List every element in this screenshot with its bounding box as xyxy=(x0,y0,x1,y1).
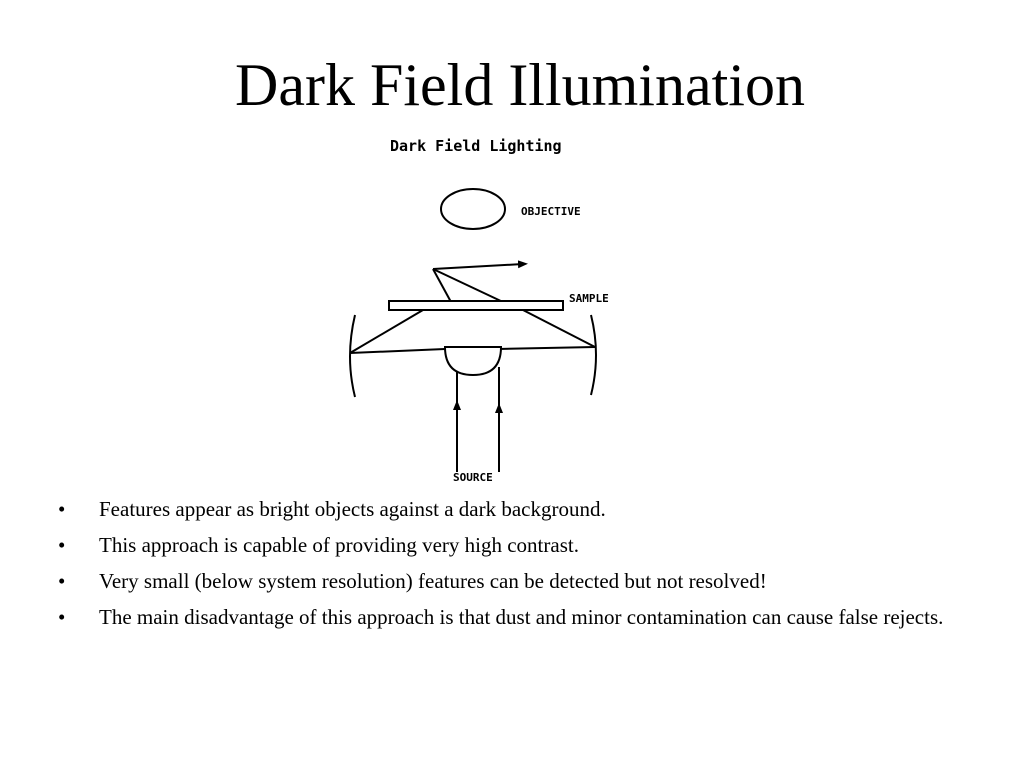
source-label: SOURCE xyxy=(453,471,493,484)
bullet-text: The main disadvantage of this approach i… xyxy=(99,605,944,629)
bullet-item: • Features appear as bright objects agai… xyxy=(58,494,958,525)
dark-field-diagram: Dark Field Lighting OBJECTIVE SAMPLE SOU… xyxy=(273,127,640,487)
bullet-item: • This approach is capable of providing … xyxy=(58,530,958,561)
bullet-text: Features appear as bright objects agains… xyxy=(99,497,606,521)
scattered-ray-left-out xyxy=(432,260,528,270)
reflected-ray-right xyxy=(522,309,596,348)
bullet-marker: • xyxy=(58,605,66,629)
reflected-ray-left xyxy=(349,309,424,354)
condenser-ray-right xyxy=(497,346,596,350)
bullet-marker: • xyxy=(58,497,66,521)
dark-field-diagram-svg: Dark Field Lighting OBJECTIVE SAMPLE SOU… xyxy=(349,137,609,484)
bullet-text: This approach is capable of providing ve… xyxy=(99,533,579,557)
condenser-ray-left xyxy=(349,348,446,354)
scattered-ray-left xyxy=(432,268,452,303)
bullet-item: • Very small (below system resolution) f… xyxy=(58,566,958,597)
scattered-ray-right xyxy=(432,268,504,303)
sample-label: SAMPLE xyxy=(569,292,609,305)
bullet-list: • Features appear as bright objects agai… xyxy=(58,494,958,638)
condenser-lens xyxy=(443,346,503,377)
diagram-title: Dark Field Lighting xyxy=(390,137,562,155)
bullet-marker: • xyxy=(58,533,66,557)
objective-label: OBJECTIVE xyxy=(521,205,581,218)
objective-lens xyxy=(440,188,506,230)
slide-title: Dark Field Illumination xyxy=(235,52,805,118)
bullet-marker: • xyxy=(58,569,66,593)
bullet-item: • The main disadvantage of this approach… xyxy=(58,602,958,633)
sample-slide xyxy=(388,300,564,311)
mirror-right xyxy=(590,314,597,396)
mirror-left xyxy=(349,314,356,398)
bullet-text: Very small (below system resolution) fea… xyxy=(99,569,767,593)
